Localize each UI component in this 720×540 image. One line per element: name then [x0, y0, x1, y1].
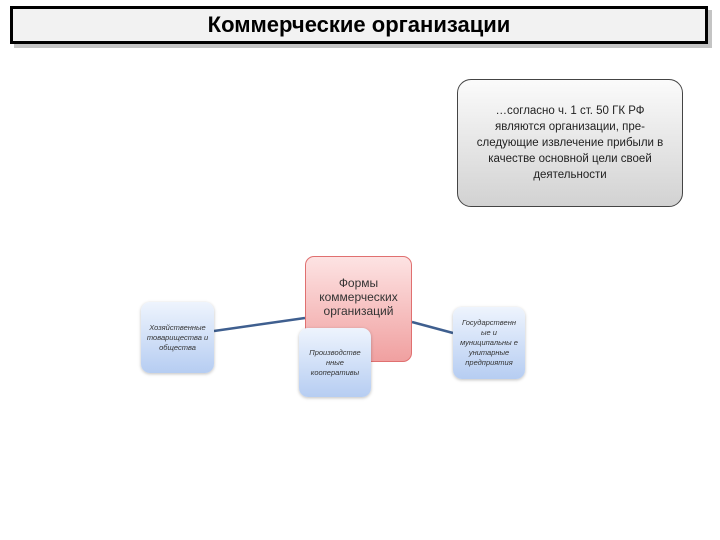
node-business-partnerships-label: Хозяйственные товарищества и общества	[146, 322, 209, 352]
center-node-label: Формы коммерческих организаций	[319, 276, 398, 318]
node-production-cooperatives: Производстве нные кооперативы	[299, 328, 371, 397]
definition-note-text: …согласно ч. 1 ст. 50 ГК РФ являются орг…	[476, 105, 664, 181]
node-business-partnerships: Хозяйственные товарищества и общества	[141, 302, 214, 373]
slide-title: Коммерческие организации	[207, 12, 511, 37]
node-production-cooperatives-label: Производстве нные кооперативы	[309, 347, 361, 377]
connector-right	[411, 320, 454, 335]
node-unitary-enterprises: Государственн ые и муниципальны е унитар…	[453, 307, 525, 379]
node-unitary-enterprises-label: Государственн ые и муниципальны е унитар…	[460, 318, 518, 367]
title-bar: Коммерческие организации	[10, 6, 708, 44]
definition-note: …согласно ч. 1 ст. 50 ГК РФ являются орг…	[457, 79, 683, 207]
connector-left	[213, 316, 306, 333]
